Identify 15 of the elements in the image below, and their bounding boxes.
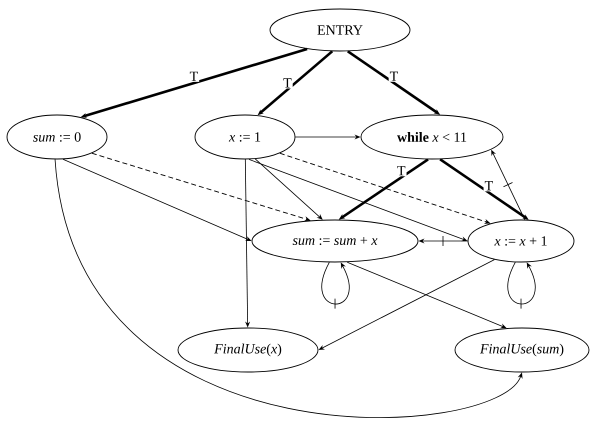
ellipse-node: x := x + 1 (468, 220, 574, 262)
arrow (507, 262, 536, 309)
ellipse-node: while x < 11 (360, 114, 504, 160)
edge-label: T (283, 78, 292, 88)
edge-label: T (397, 166, 406, 176)
edge-label: T (484, 181, 493, 190)
arrow (321, 262, 350, 310)
ellipse-node: ENTRY (270, 8, 410, 52)
ellipse-node: sum := 0 (6, 114, 108, 160)
ellipse-node: x := 1 (194, 114, 296, 160)
edge-label: T (190, 72, 198, 81)
ellipse-node: FinalUse(sum) (454, 328, 590, 372)
edge-label: T (390, 72, 398, 81)
ellipse-node: sum := sum + x (252, 220, 418, 262)
ellipse-node: FinalUse(x) (178, 328, 318, 372)
